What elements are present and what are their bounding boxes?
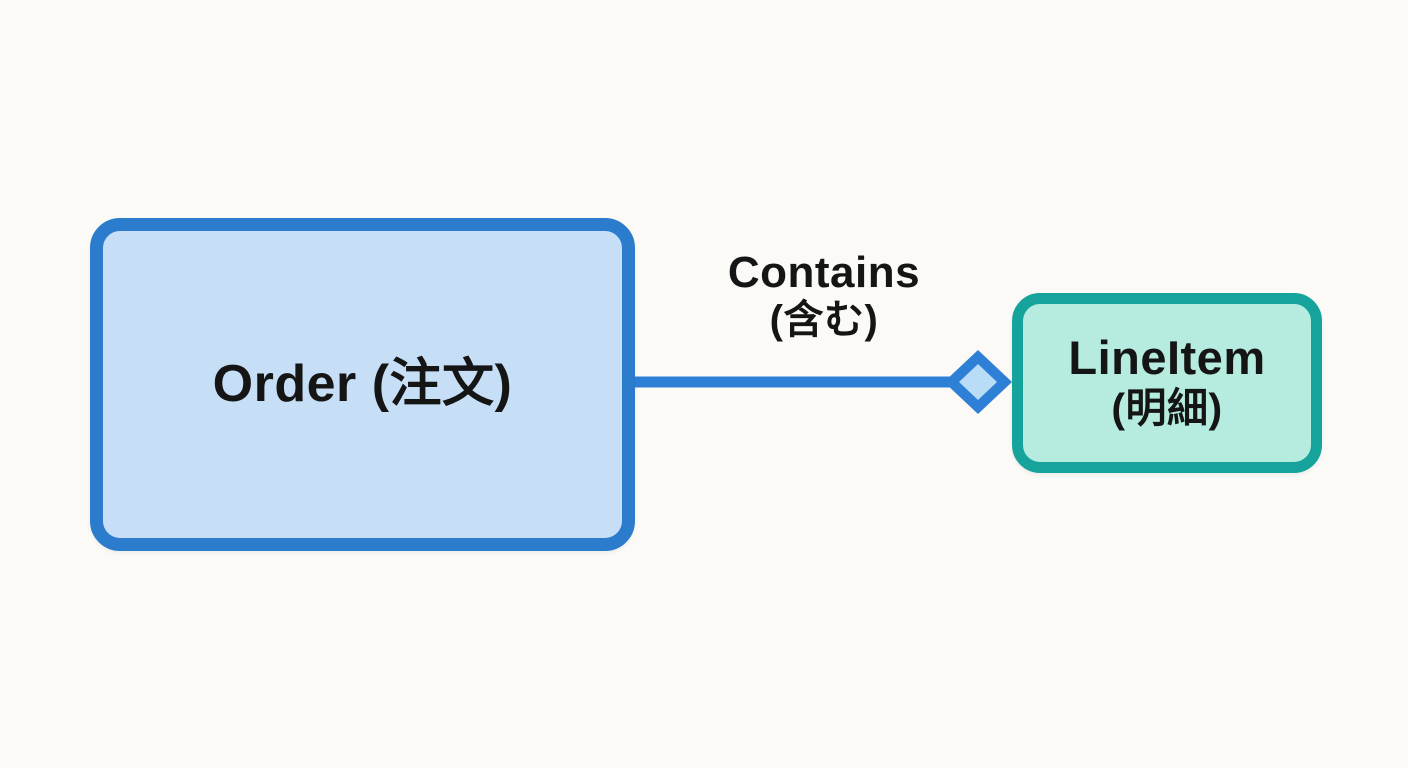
- aggregation-diamond-icon: [944, 350, 1012, 414]
- node-lineitem: LineItem (明細): [1012, 293, 1322, 473]
- edge-label-text: Contains: [727, 248, 921, 297]
- edge-label-subtext: (含む): [769, 298, 879, 343]
- aggregation-diamond-inner-icon: [959, 364, 997, 400]
- edge-label: Contains (含む): [674, 248, 974, 343]
- node-lineitem-sublabel: (明細): [1111, 384, 1223, 431]
- node-lineitem-label: LineItem: [1068, 330, 1266, 384]
- node-order: Order (注文): [90, 218, 635, 551]
- node-order-label: Order (注文): [212, 354, 513, 413]
